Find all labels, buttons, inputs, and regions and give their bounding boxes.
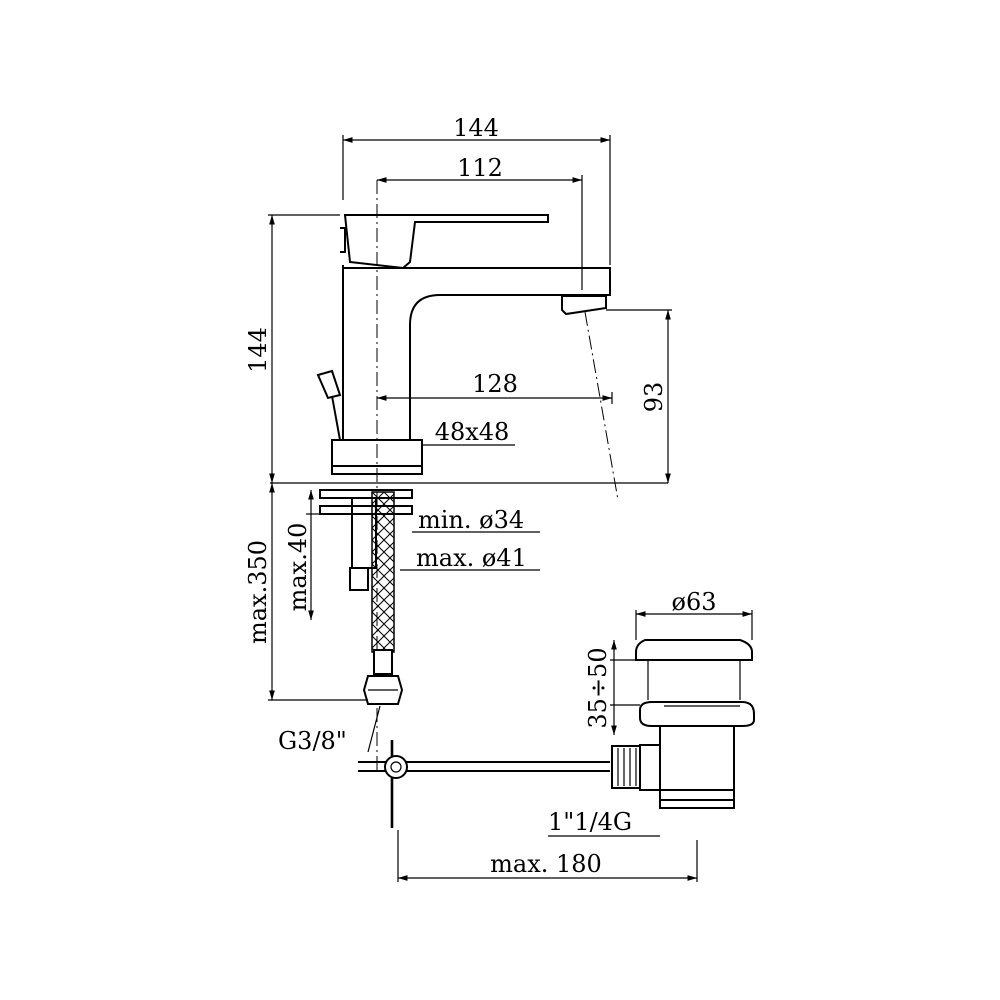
hose-ferrule: [373, 649, 393, 675]
water-jet-line: [584, 311, 619, 501]
dim-hose-length: max.350: [244, 540, 272, 644]
drain-side-connector: [639, 744, 660, 791]
drain-flange: [639, 701, 755, 727]
fixing-washer-bottom: [319, 505, 413, 515]
aerator: [561, 295, 607, 316]
threads: [617, 748, 637, 786]
dimension-labels: 144 112 144 128 48x48 93 min. ø34 max. ø…: [244, 114, 717, 878]
dim-drain-thread: 1"1/4G: [548, 808, 632, 836]
body-outline: [342, 265, 611, 440]
dim-spout-to-drain: 128: [472, 370, 518, 398]
popup-rod: [331, 395, 341, 441]
dim-max-thickness: max.40: [284, 523, 312, 612]
drain-cap: [635, 639, 753, 661]
dim-drain-lift: 35÷50: [584, 647, 612, 728]
dim-base-size: 48x48: [435, 418, 510, 446]
rod-clamp: [384, 755, 408, 779]
dim-hole-max: max. ø41: [416, 544, 527, 572]
fixing-nut: [349, 567, 369, 591]
lever-handle: [343, 214, 549, 270]
dim-hole-min: min. ø34: [418, 506, 524, 534]
popup-knob: [316, 369, 342, 400]
popup-linkage: [358, 740, 610, 828]
dim-connection-thread: G3/8": [278, 727, 347, 755]
fixing-washer-top: [319, 489, 413, 499]
drain-body: [659, 726, 735, 809]
dim-drain-diameter: ø63: [672, 588, 717, 616]
braided-hose: [371, 491, 395, 653]
dim-rod-length: max. 180: [490, 850, 602, 878]
dim-overall-height: 144: [244, 327, 272, 373]
dimension-lines: [268, 135, 753, 882]
dim-overall-width: 144: [453, 114, 499, 142]
dim-spout-reach: 112: [457, 154, 503, 182]
threaded-ring: [611, 745, 641, 789]
waste-drain: [611, 639, 755, 809]
lever-pivot: [340, 227, 346, 253]
faucet-body: [316, 214, 611, 475]
dim-spout-height: 93: [640, 382, 668, 413]
fixing-assembly: [319, 489, 413, 705]
